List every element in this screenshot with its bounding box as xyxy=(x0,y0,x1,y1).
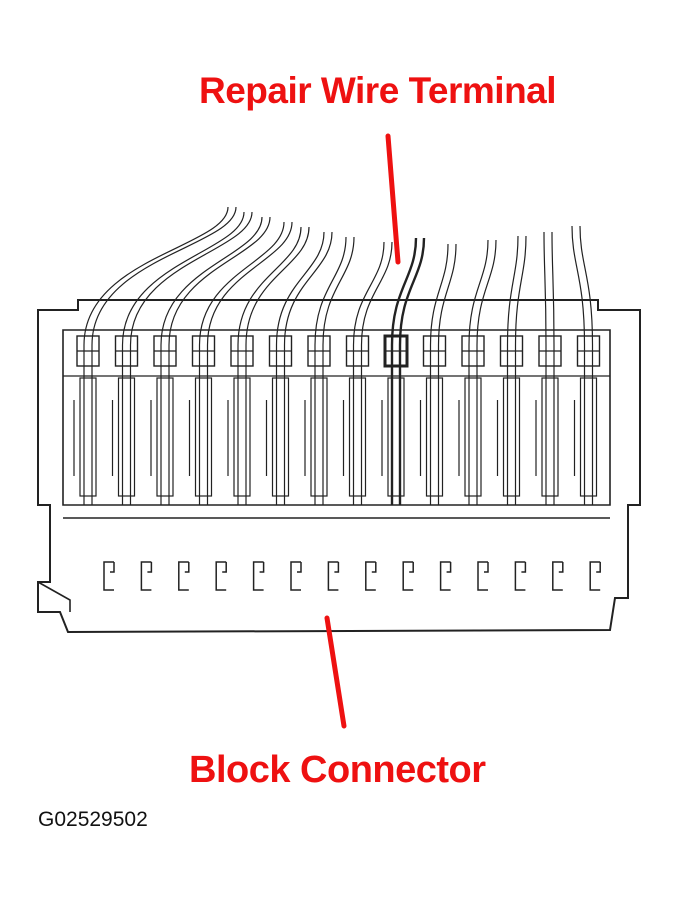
terminal-cavity-block xyxy=(62,329,611,506)
wire xyxy=(514,235,527,505)
wire xyxy=(579,225,594,505)
wire xyxy=(476,239,497,505)
terminal-body xyxy=(541,377,559,497)
block-slot xyxy=(365,561,377,591)
wire xyxy=(91,206,237,505)
wire xyxy=(543,231,547,505)
terminal-body xyxy=(502,377,521,497)
terminal-body xyxy=(425,377,444,497)
block-slot xyxy=(589,561,601,591)
terminal-body xyxy=(194,377,213,497)
wire xyxy=(83,206,229,505)
wire xyxy=(437,243,457,505)
wire xyxy=(429,243,449,505)
block-slot xyxy=(103,561,115,591)
terminal-body xyxy=(233,377,251,497)
block-slot xyxy=(402,561,414,591)
block-slot xyxy=(290,561,302,591)
block-slot xyxy=(477,561,489,591)
block-slot xyxy=(327,561,340,591)
block-slot xyxy=(140,561,153,591)
block-slot xyxy=(178,561,190,591)
connector-housing xyxy=(37,299,641,634)
wire xyxy=(206,221,293,505)
block-connector-label: Block Connector xyxy=(189,749,486,791)
wire xyxy=(129,211,253,505)
terminal-row xyxy=(63,334,610,497)
block-slot xyxy=(439,561,452,591)
terminal-body xyxy=(156,377,174,497)
terminal-body xyxy=(464,377,482,497)
wire xyxy=(468,239,489,505)
wire xyxy=(275,231,325,505)
terminal-body xyxy=(79,377,97,497)
wire xyxy=(360,241,393,505)
wire xyxy=(160,216,263,505)
wire xyxy=(314,236,347,505)
terminal-body xyxy=(117,377,136,497)
block-connector-leader-line xyxy=(324,615,347,729)
wire xyxy=(283,231,333,505)
wire xyxy=(390,237,418,505)
housing-latch xyxy=(37,581,71,612)
block-slot xyxy=(552,561,564,591)
wire xyxy=(322,236,355,505)
wire xyxy=(168,216,271,505)
block-slot xyxy=(252,561,265,591)
terminal-body xyxy=(310,377,328,497)
repair-wire-leader-line xyxy=(385,133,401,265)
wire xyxy=(398,237,426,505)
block-slot xyxy=(514,561,527,591)
wire xyxy=(506,235,519,505)
block-slot xyxy=(215,561,227,591)
wire xyxy=(121,211,245,505)
wire-bundle xyxy=(83,206,594,505)
block-slot-row xyxy=(103,561,601,591)
terminal-body xyxy=(579,377,598,497)
wire xyxy=(551,231,555,505)
repair-wire-terminal-label: Repair Wire Terminal xyxy=(199,70,557,111)
terminal-body xyxy=(387,377,405,497)
wire xyxy=(237,226,302,505)
terminal-body xyxy=(271,377,290,497)
wire xyxy=(352,241,385,505)
wire xyxy=(571,225,586,505)
figure-code: G02529502 xyxy=(38,808,148,831)
wire xyxy=(245,226,310,505)
terminal-body xyxy=(348,377,367,497)
wire xyxy=(198,221,285,505)
